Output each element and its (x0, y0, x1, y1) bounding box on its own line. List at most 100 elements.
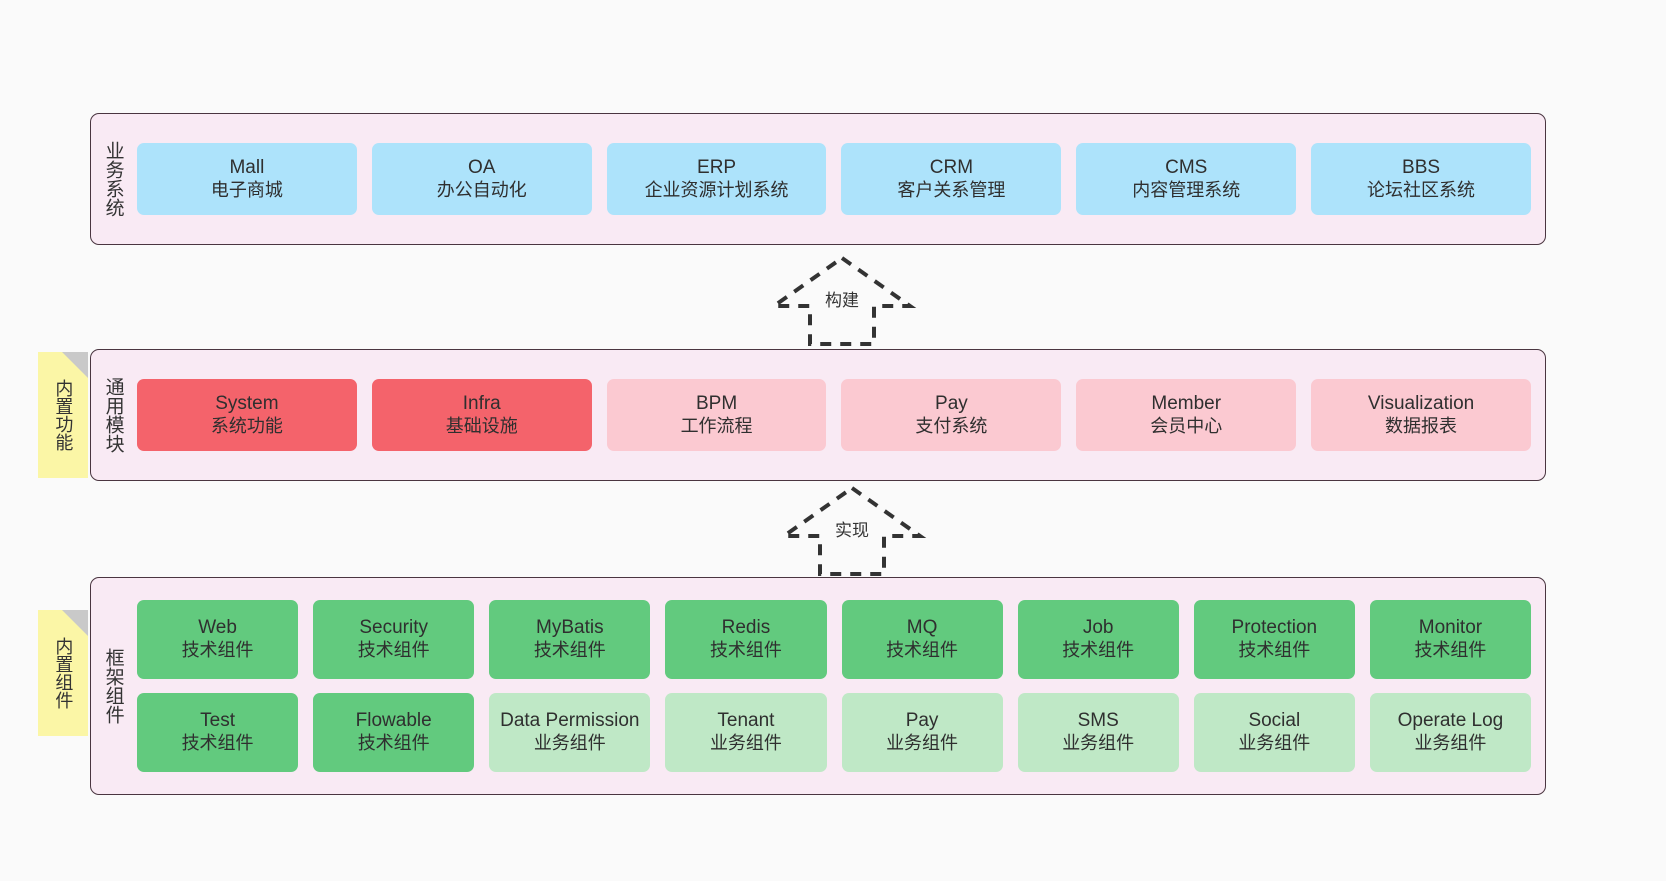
node-subtitle: 技术组件 (886, 640, 959, 661)
node-security[interactable]: Security 技术组件 (313, 600, 475, 679)
node-subtitle: 技术组件 (1238, 640, 1311, 661)
node-subtitle: 业务组件 (533, 733, 606, 754)
node-subtitle: 技术组件 (1414, 640, 1487, 661)
node-subtitle: 业务组件 (709, 733, 782, 754)
node-flowable[interactable]: Flowable 技术组件 (313, 693, 475, 772)
node-tenant[interactable]: Tenant 业务组件 (665, 693, 827, 772)
node-web[interactable]: Web 技术组件 (137, 600, 299, 679)
node-title: CMS (1165, 156, 1208, 178)
sticky-note-builtin-features: 内置功能 (38, 352, 88, 478)
node-title: Pay (935, 392, 968, 414)
node-cms[interactable]: CMS 内容管理系统 (1076, 143, 1297, 215)
node-title: Mall (229, 156, 265, 178)
node-subtitle: 办公自动化 (436, 179, 527, 200)
node-title: Redis (721, 617, 771, 639)
node-title: Flowable (355, 710, 432, 732)
node-subtitle: 技术组件 (1062, 640, 1135, 661)
node-title: BBS (1402, 156, 1441, 178)
node-mq[interactable]: MQ 技术组件 (841, 600, 1003, 679)
node-bpm[interactable]: BPM 工作流程 (606, 379, 827, 451)
node-title: System (215, 392, 279, 414)
node-subtitle: 技术组件 (533, 640, 606, 661)
node-title: Data Permission (500, 710, 640, 732)
layer-common-modules: 通用模块 System 系统功能 Infra 基础设施 BPM 工作流程 Pay… (90, 349, 1546, 481)
node-subtitle: 业务组件 (1238, 733, 1311, 754)
layer-business-systems: 业务系统 Mall 电子商城 OA 办公自动化 ERP 企业资源计划系统 CRM… (90, 113, 1546, 245)
node-system[interactable]: System 系统功能 (137, 379, 357, 451)
layer-row: Web 技术组件 Security 技术组件 MyBatis 技术组件 Redi… (137, 600, 1531, 679)
node-subtitle: 技术组件 (181, 640, 254, 661)
node-pay[interactable]: Pay 支付系统 (841, 379, 1062, 451)
node-bbs[interactable]: BBS 论坛社区系统 (1311, 143, 1531, 215)
connector-build-label: 构建 (825, 291, 859, 310)
layer-body-common: System 系统功能 Infra 基础设施 BPM 工作流程 Pay 支付系统… (135, 350, 1545, 480)
layer-title-business: 业务系统 (102, 141, 124, 217)
node-subtitle: 会员中心 (1150, 415, 1223, 436)
sticky-note-label: 内置组件 (53, 637, 74, 709)
node-title: Job (1082, 617, 1114, 639)
layer-row: Mall 电子商城 OA 办公自动化 ERP 企业资源计划系统 CRM 客户关系… (137, 143, 1531, 215)
node-mybatis[interactable]: MyBatis 技术组件 (489, 600, 651, 679)
node-subtitle: 电子商城 (210, 179, 283, 200)
node-subtitle: 数据报表 (1385, 415, 1458, 436)
node-title: Web (198, 617, 237, 639)
layer-body-framework: Web 技术组件 Security 技术组件 MyBatis 技术组件 Redi… (135, 578, 1545, 794)
sticky-note-builtin-components: 内置组件 (38, 610, 88, 736)
node-subtitle: 系统功能 (210, 415, 283, 436)
node-title: MQ (906, 617, 938, 639)
node-operate-log[interactable]: Operate Log 业务组件 (1369, 693, 1531, 772)
node-title: Social (1248, 710, 1301, 732)
node-title: ERP (697, 156, 737, 178)
node-visualization[interactable]: Visualization 数据报表 (1311, 379, 1531, 451)
node-subtitle: 技术组件 (357, 733, 430, 754)
node-subtitle: 内容管理系统 (1132, 179, 1241, 200)
node-mall[interactable]: Mall 电子商城 (137, 143, 357, 215)
node-subtitle: 技术组件 (181, 733, 254, 754)
node-title: CRM (929, 156, 974, 178)
layer-row: Test 技术组件 Flowable 技术组件 Data Permission … (137, 693, 1531, 772)
node-title: MyBatis (536, 617, 604, 639)
layer-body-business: Mall 电子商城 OA 办公自动化 ERP 企业资源计划系统 CRM 客户关系… (135, 114, 1545, 244)
layer-framework-components: 框架组件 Web 技术组件 Security 技术组件 MyBatis 技术组件… (90, 577, 1546, 795)
node-test[interactable]: Test 技术组件 (137, 693, 299, 772)
node-title: SMS (1077, 710, 1119, 732)
node-subtitle: 业务组件 (886, 733, 959, 754)
node-subtitle: 技术组件 (709, 640, 782, 661)
node-title: Test (200, 710, 235, 732)
node-title: Member (1151, 392, 1222, 414)
node-subtitle: 业务组件 (1062, 733, 1135, 754)
layer-title-framework: 框架组件 (102, 648, 124, 724)
node-subtitle: 工作流程 (680, 415, 753, 436)
node-title: BPM (695, 392, 738, 414)
node-monitor[interactable]: Monitor 技术组件 (1369, 600, 1531, 679)
node-pay-component[interactable]: Pay 业务组件 (841, 693, 1003, 772)
node-title: Monitor (1418, 617, 1483, 639)
node-title: Pay (905, 710, 939, 732)
connector-realize-label: 实现 (835, 521, 869, 540)
node-crm[interactable]: CRM 客户关系管理 (841, 143, 1062, 215)
sticky-note-label: 内置功能 (53, 379, 74, 451)
node-subtitle: 基础设施 (445, 415, 518, 436)
node-subtitle: 客户关系管理 (897, 179, 1006, 200)
connector-build-arrow-icon: 构建 (762, 252, 922, 348)
connector-realize-arrow-icon: 实现 (772, 482, 932, 578)
node-member[interactable]: Member 会员中心 (1076, 379, 1297, 451)
node-erp[interactable]: ERP 企业资源计划系统 (606, 143, 827, 215)
node-title: Infra (462, 392, 501, 414)
node-social[interactable]: Social 业务组件 (1193, 693, 1355, 772)
node-data-permission[interactable]: Data Permission 业务组件 (489, 693, 651, 772)
node-infra[interactable]: Infra 基础设施 (371, 379, 592, 451)
node-oa[interactable]: OA 办公自动化 (371, 143, 592, 215)
layer-row: System 系统功能 Infra 基础设施 BPM 工作流程 Pay 支付系统… (137, 379, 1531, 451)
node-title: Security (359, 617, 428, 639)
node-subtitle: 业务组件 (1414, 733, 1487, 754)
node-redis[interactable]: Redis 技术组件 (665, 600, 827, 679)
node-subtitle: 企业资源计划系统 (644, 179, 789, 200)
node-sms[interactable]: SMS 业务组件 (1017, 693, 1179, 772)
node-subtitle: 支付系统 (915, 415, 988, 436)
node-protection[interactable]: Protection 技术组件 (1193, 600, 1355, 679)
node-job[interactable]: Job 技术组件 (1017, 600, 1179, 679)
node-title: Operate Log (1397, 710, 1504, 732)
node-title: Visualization (1367, 392, 1475, 414)
